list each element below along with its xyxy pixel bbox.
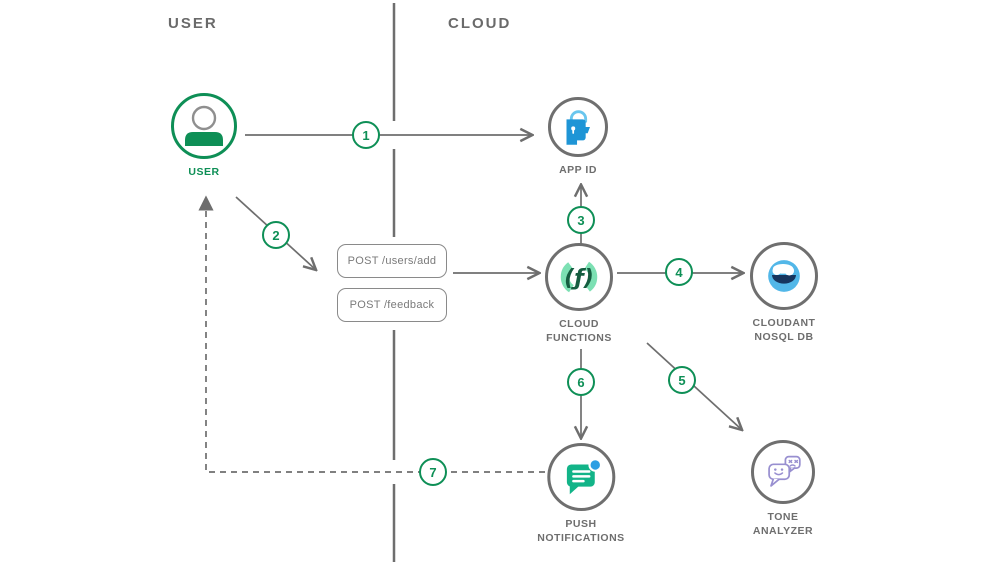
- message-badge-icon: [566, 458, 602, 495]
- tone-analyzer-icon: [751, 440, 815, 504]
- openwhisk-icon: (ƒ): [560, 258, 598, 296]
- step-badge-2: 2: [262, 221, 290, 249]
- endpoint-post-users-add: POST /users/add: [337, 244, 447, 278]
- node-tone-analyzer: TONE ANALYZER: [751, 440, 815, 538]
- node-user: USER: [171, 93, 237, 180]
- user-node-label: USER: [188, 166, 220, 178]
- step-badge-1: 1: [352, 121, 380, 149]
- app-id-label: APP ID: [559, 164, 597, 176]
- tone-analyzer-label: TONE ANALYZER: [752, 511, 814, 537]
- lane-header-user: USER: [168, 15, 218, 32]
- endpoint-post-feedback: POST /feedback: [337, 288, 447, 322]
- lock-head-icon: [566, 110, 590, 145]
- node-push-notifications: PUSH NOTIFICATIONS: [537, 443, 624, 545]
- node-cloud-functions: (ƒ) CLOUD FUNCTIONS: [545, 243, 613, 345]
- step-badge-5: 5: [668, 366, 696, 394]
- cloudant-label: CLOUDANT NOSQL DB: [752, 317, 816, 343]
- user-icon: [171, 93, 237, 159]
- node-app-id: APP ID: [548, 97, 608, 178]
- cloudant-db-icon: [768, 260, 800, 292]
- step-badge-7: 7: [419, 458, 447, 486]
- app-id-icon: [548, 97, 608, 157]
- lane-header-cloud: CLOUD: [448, 15, 512, 32]
- cloud-functions-label: CLOUD FUNCTIONS: [546, 318, 612, 344]
- mood-bubbles-icon: [768, 455, 801, 487]
- cloudant-icon: [750, 242, 818, 310]
- person-icon: [185, 105, 223, 146]
- step-badge-4: 4: [665, 258, 693, 286]
- cloud-functions-icon: (ƒ): [545, 243, 613, 311]
- push-notifications-label: PUSH NOTIFICATIONS: [537, 518, 625, 544]
- push-notifications-icon: [546, 443, 615, 511]
- svg-text:(ƒ): (ƒ): [564, 266, 594, 291]
- step-badge-6: 6: [567, 368, 595, 396]
- arrow-step-7-dashed: [198, 195, 545, 473]
- node-cloudant: CLOUDANT NOSQL DB: [750, 242, 818, 344]
- step-badge-3: 3: [567, 206, 595, 234]
